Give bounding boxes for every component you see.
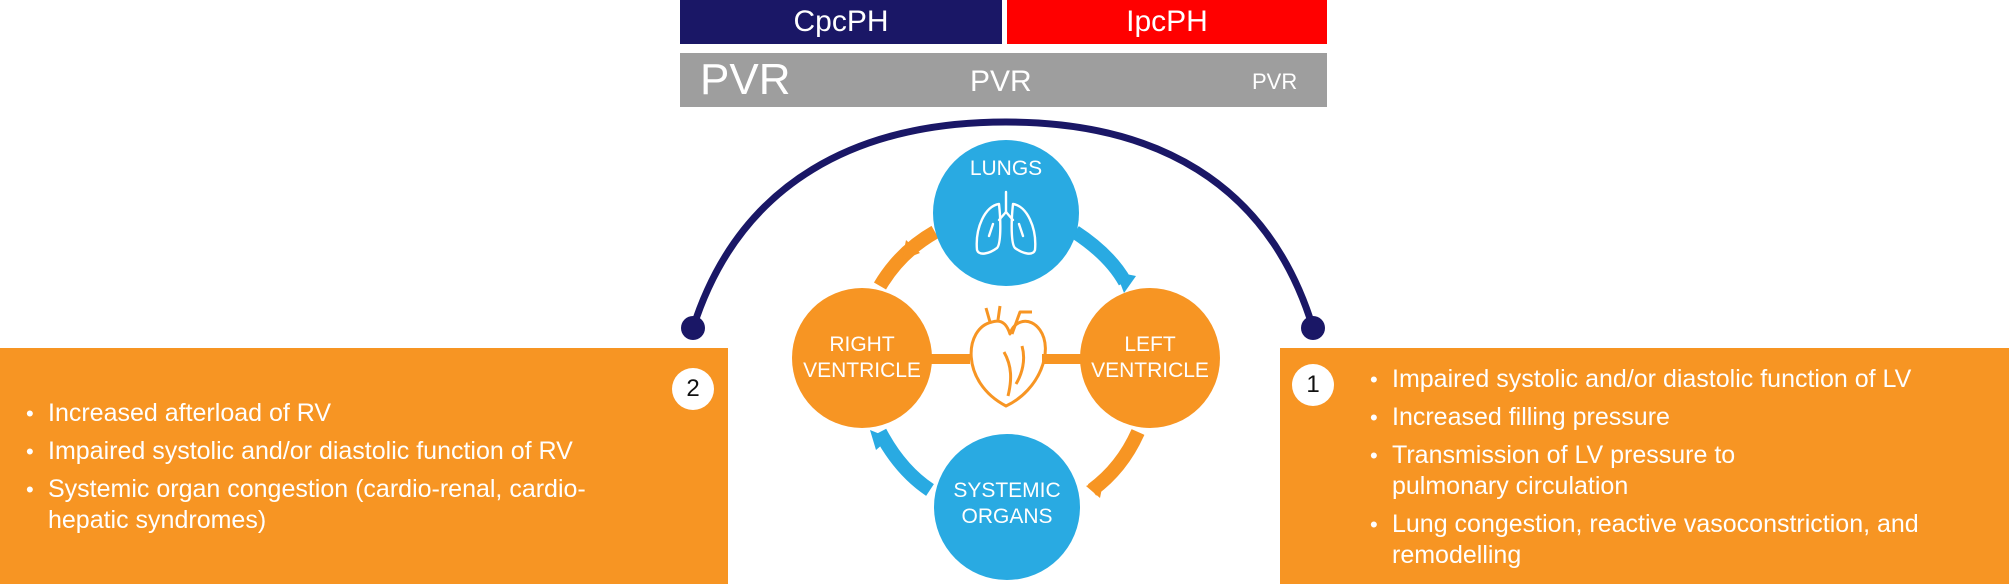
arrow-rv-to-lungs (873, 225, 939, 290)
arc-end-left (681, 316, 705, 340)
list-item: Increased filling pressure (1368, 402, 1998, 433)
pvr-label-large: PVR (700, 55, 791, 104)
right-panel-lv-effects: 1 Impaired systolic and/or diastolic fun… (1280, 348, 2009, 584)
left-panel-rv-effects: 2 Increased afterload of RV Impaired sys… (0, 348, 728, 584)
step-badge-1: 1 (1292, 364, 1334, 406)
pvr-label-small: PVR (1252, 69, 1298, 94)
arc-end-right (1301, 316, 1325, 340)
lv-label-line2: VENTRICLE (1091, 359, 1209, 382)
cpcph-box: CpcPH (680, 0, 1002, 44)
node-right-ventricle: RIGHT VENTRICLE (792, 288, 932, 428)
heart-lv-connector (1042, 354, 1082, 364)
systemic-label-line1: SYSTEMIC (953, 479, 1061, 502)
heart-icon (969, 305, 1047, 408)
list-item: Transmission of LV pressure to pulmonary… (1368, 440, 1812, 502)
ipcph-label: IpcPH (1126, 5, 1208, 38)
cpcph-label: CpcPH (793, 5, 889, 38)
arrowhead-rv-to-lungs (902, 240, 920, 260)
arrowhead-systemic-to-rv (870, 430, 890, 450)
rv-heart-connector (930, 354, 970, 364)
node-systemic-organs: SYSTEMIC ORGANS (934, 434, 1080, 580)
feedback-arc (689, 118, 1317, 330)
systemic-label-line2: ORGANS (961, 505, 1053, 528)
step-badge-2: 2 (672, 368, 714, 410)
arrowhead-lv-to-systemic (1086, 478, 1104, 498)
arrow-systemic-to-rv (873, 428, 935, 496)
list-item: Impaired systolic and/or diastolic funct… (24, 436, 664, 467)
rv-label-line2: VENTRICLE (803, 359, 921, 382)
ipcph-box: IpcPH (1007, 0, 1327, 44)
node-left-ventricle: LEFT VENTRICLE (1080, 288, 1220, 428)
node-lungs: LUNGS (933, 140, 1079, 286)
lungs-label: LUNGS (969, 157, 1043, 180)
rv-label-line1: RIGHT (829, 333, 895, 356)
rv-effects-list: Increased afterload of RV Impaired systo… (24, 398, 664, 543)
pvr-label-medium: PVR (970, 65, 1032, 98)
lungs-icon (975, 190, 1037, 255)
list-item: Lung congestion, reactive vasoconstricti… (1368, 509, 1952, 571)
list-item: Impaired systolic and/or diastolic funct… (1368, 364, 1998, 395)
list-item: Increased afterload of RV (24, 398, 664, 429)
arrowhead-lungs-to-lv (1116, 272, 1136, 293)
list-item: Systemic organ congestion (cardio-renal,… (24, 474, 608, 536)
pvr-gradient-bar: PVR PVR PVR (680, 53, 1327, 107)
lv-label-line1: LEFT (1124, 333, 1176, 356)
lv-effects-list: Impaired systolic and/or diastolic funct… (1368, 364, 1998, 578)
